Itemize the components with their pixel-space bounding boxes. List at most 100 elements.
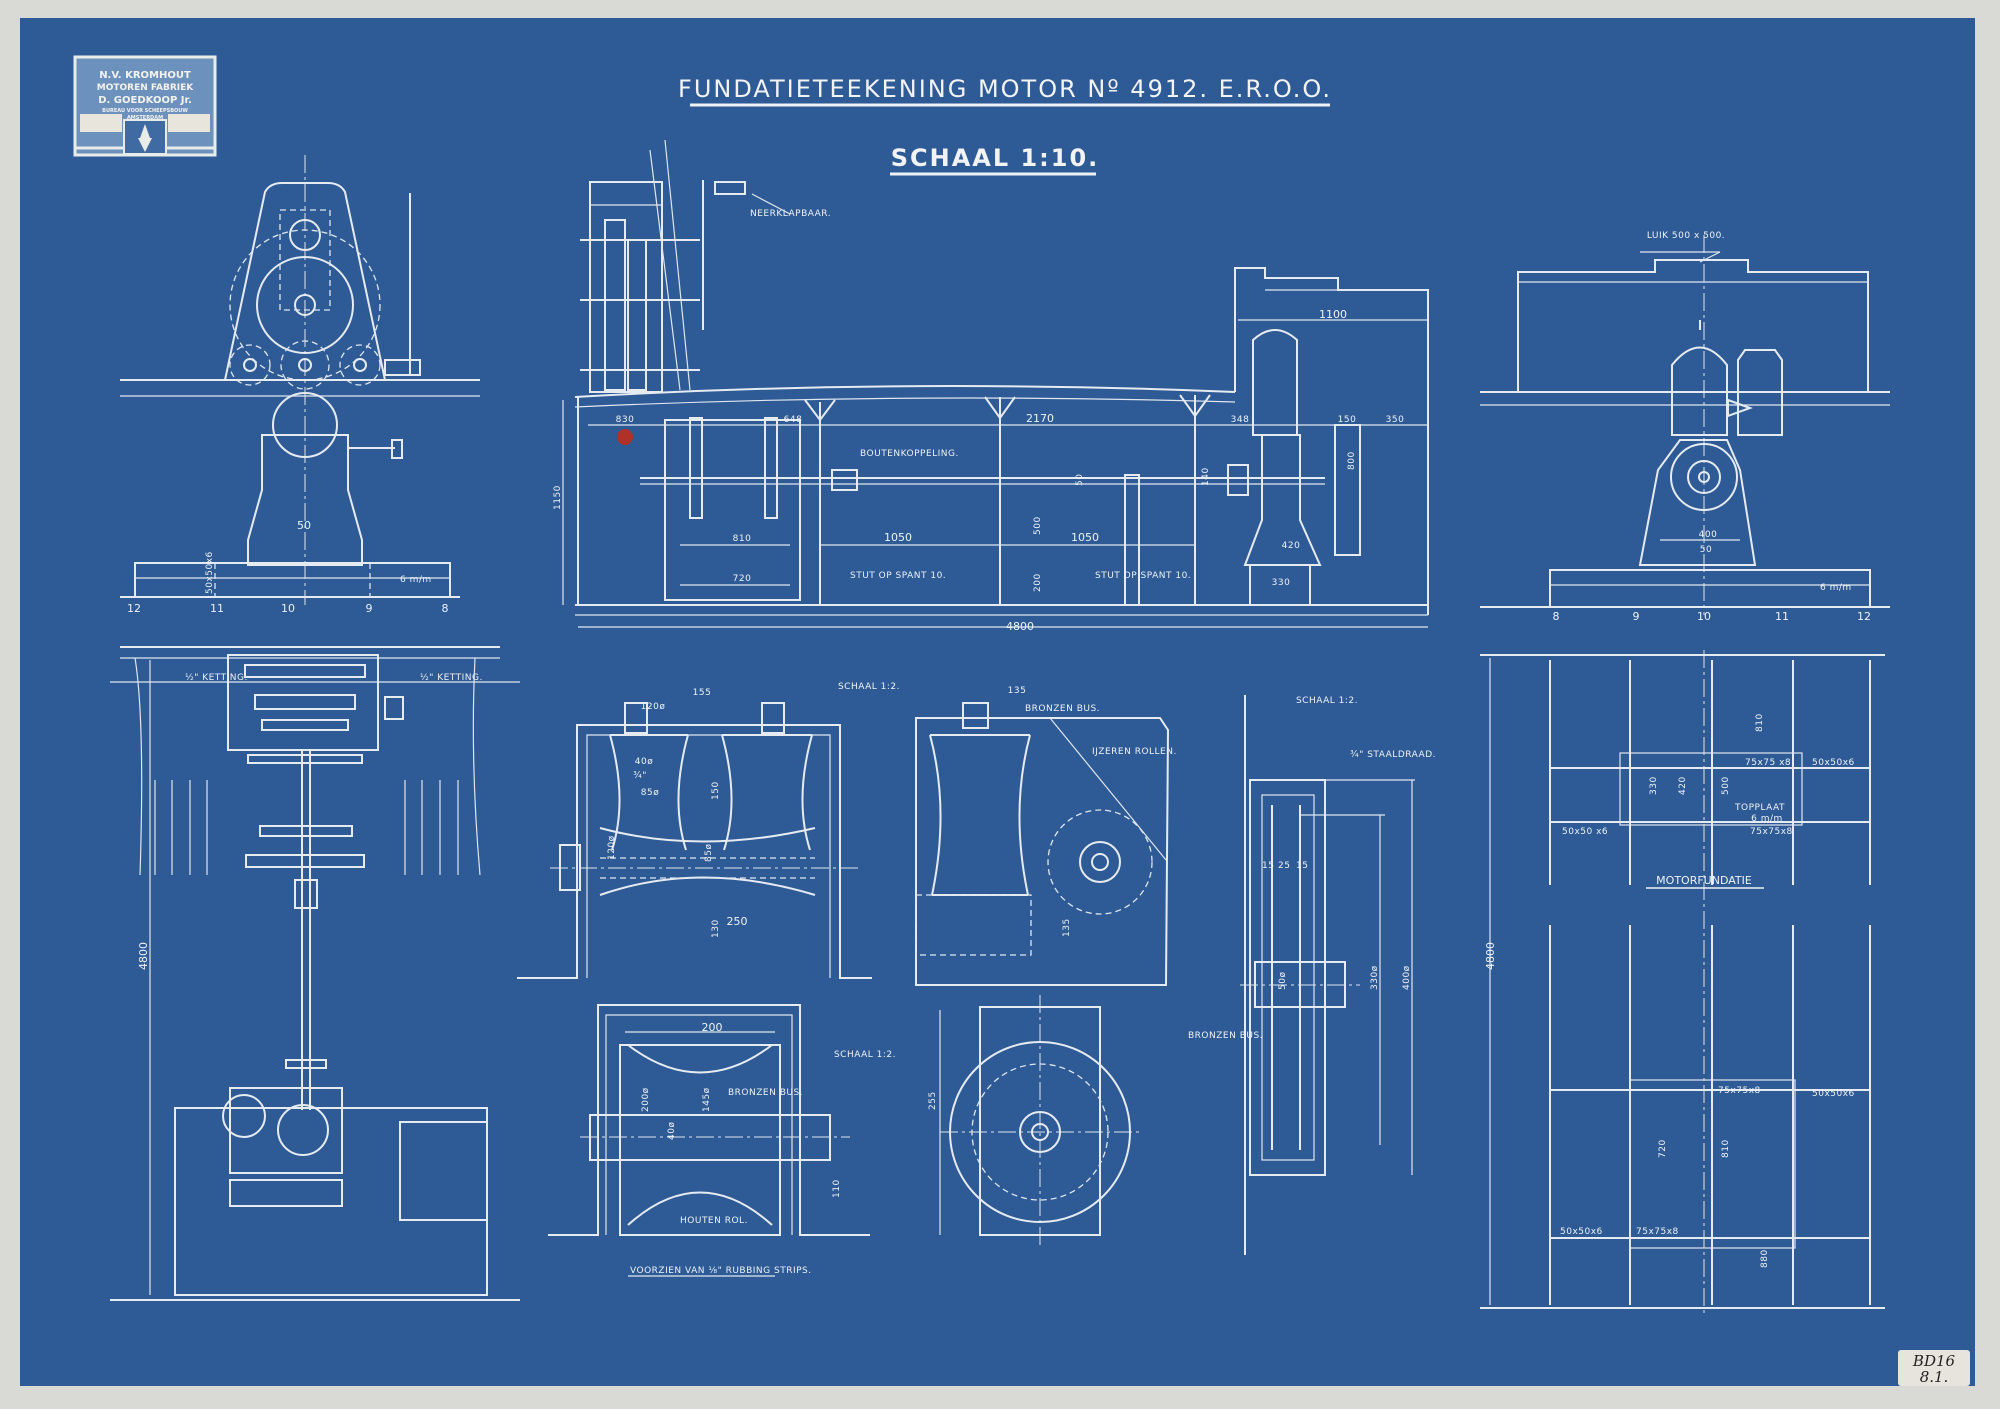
dim-135: 135 [1008, 686, 1027, 696]
dim-255: 255 [928, 1091, 938, 1110]
dim-648: 648 [784, 415, 803, 425]
dim-720: 720 [733, 574, 752, 584]
coupling-label: BOUTENKOPPELING. [860, 449, 959, 459]
iron-rollers-label: IJZEREN ROLLEN. [1092, 747, 1177, 757]
dim-420: 420 [1678, 776, 1688, 795]
dim-50: 50 [1700, 545, 1712, 555]
dim-800: 800 [1347, 451, 1357, 470]
stamp-line-1: N.V. KROMHOUT [99, 70, 191, 81]
angle-size: 50x50x6 [205, 551, 215, 594]
bronze-bush-label: BRONZEN BUS. [1025, 704, 1100, 714]
dim-40-dia: 40ø [667, 1122, 677, 1140]
dim-50-dia: 50ø [1278, 972, 1288, 990]
hatch-label: LUIK 500 x 500. [1647, 231, 1725, 241]
roller-detail-front: 155 120ø 40ø ¾" 85ø 150 120ø 85ø 250 130… [517, 682, 900, 979]
bronze-bush-label: BRONZEN BUS. [728, 1088, 803, 1098]
sheave-section-detail: SCHAAL 1:2. ¾" STAALDRAAD. 15 25 15 330ø… [1188, 695, 1436, 1255]
frame-number: 12 [1857, 610, 1871, 623]
frame-number: 11 [210, 602, 224, 615]
dim-330: 330 [1272, 578, 1291, 588]
rubbing-strips-label: VOORZIEN VAN ⅛" RUBBING STRIPS. [630, 1266, 812, 1276]
dim-25: 25 [1278, 861, 1290, 871]
frame-number: 10 [1697, 610, 1711, 623]
blueprint-background [20, 18, 1975, 1386]
crank-note: NEERKLAPBAAR. [750, 209, 831, 219]
roller-detail-side: 135 BRONZEN BUS. IJZEREN ROLLEN. 135 [915, 686, 1177, 986]
stamp-line-2: MOTOREN FABRIEK [97, 83, 195, 93]
motor-foundation-title: MOTORFUNDATIE [1656, 874, 1752, 887]
dim-880: 880 [1760, 1249, 1770, 1268]
plate-thickness: 6 m/m [1820, 583, 1852, 593]
main-scale-label: SCHAAL 1:10. [891, 144, 1100, 172]
stut-label: STUT OP SPANT 10. [850, 571, 946, 581]
top-plate-label: TOPPLAAT [1734, 803, 1785, 813]
dim-4800: 4800 [1006, 620, 1034, 633]
catalog-number: 8.1. [1920, 1368, 1949, 1386]
dim-1050: 1050 [1071, 531, 1099, 544]
wooden-roller-label: HOUTEN ROL. [680, 1216, 748, 1226]
company-stamp: N.V. KROMHOUT MOTOREN FABRIEK D. GOEDKOO… [73, 55, 217, 157]
frame-number: 12 [127, 602, 141, 615]
winch-plan-view: ½" KETTING. ½" KETTING. 4800 [110, 646, 520, 1301]
angle-size: 50x50x6 [1812, 1089, 1855, 1099]
dim-150: 150 [711, 781, 721, 800]
dim-120-dia: 120ø [607, 835, 617, 860]
dim-135: 135 [1062, 918, 1072, 937]
dim-810: 810 [1755, 713, 1765, 732]
dim-330-dia: 330ø [1370, 965, 1380, 990]
angle-size: 50x50x6 [1812, 758, 1855, 768]
dim-15: 15 [1262, 861, 1274, 871]
motor-foundation-plan: 4800 810 75x75 x8 50x50x6 330 420 500 TO… [1480, 650, 1885, 1315]
frame-number: 10 [281, 602, 295, 615]
dim-348: 348 [1231, 415, 1250, 425]
signature-box-right [168, 114, 210, 132]
dim-500: 500 [1033, 516, 1043, 535]
dim-810: 810 [1721, 1139, 1731, 1158]
dim-200: 200 [1033, 573, 1043, 592]
dim-1100: 1100 [1319, 308, 1347, 321]
dim-400-dia: 400ø [1402, 965, 1412, 990]
dim-350: 350 [1386, 415, 1405, 425]
chain-label-left: ½" KETTING. [185, 673, 248, 683]
dim-140: 140 [1201, 467, 1211, 486]
stamp-line-4: BUREAU VOOR SCHEEPSBOUW [102, 108, 188, 114]
scale-label: SCHAAL 1:2. [1296, 696, 1358, 706]
stamp-line-5: AMSTERDAM [127, 115, 163, 121]
dim-145-dia: 145ø [702, 1087, 712, 1112]
dim-200-dia: 200ø [641, 1087, 651, 1112]
red-mark [617, 429, 633, 445]
bronze-bush-label: BRONZEN BUS. [1188, 1031, 1263, 1041]
dim-85-dia: 85ø [641, 788, 659, 798]
dim-1050: 1050 [884, 531, 912, 544]
dim-4800: 4800 [1484, 942, 1497, 970]
dim-50: 50 [297, 519, 311, 532]
winch-end-view: 50 6 m/m 50x50x6 12 11 10 9 8 [120, 155, 480, 615]
dim-3-4-inch: ¾" [633, 771, 647, 781]
stamp-line-3: D. GOEDKOOP Jr. [98, 95, 192, 106]
dim-50: 50 [1075, 474, 1085, 486]
dim-155: 155 [693, 688, 712, 698]
frame-number: 8 [442, 602, 449, 615]
dim-720: 720 [1658, 1139, 1668, 1158]
frame-number: 11 [1775, 610, 1789, 623]
angle-size: 75x75x8 [1718, 1086, 1761, 1096]
crank-handle-icon [714, 181, 746, 195]
dim-150: 150 [1338, 415, 1357, 425]
dim-810: 810 [733, 534, 752, 544]
dim-40-dia: 40ø [635, 757, 653, 767]
plate-thickness: 6 m/m [400, 575, 432, 585]
roller-face-detail: 255 [928, 995, 1140, 1245]
catalog-label: BD16 8.1. [1898, 1350, 1970, 1386]
dim-85-dia: 85ø [704, 844, 714, 862]
angle-size: 75x75 x8 [1745, 758, 1791, 768]
chain-label-right: ½" KETTING. [420, 673, 483, 683]
drawing-title: FUNDATIETEEKENING MOTOR Nº 4912. E.R.O.O… [678, 75, 1332, 103]
dim-15: 15 [1296, 861, 1308, 871]
frame-number: 9 [366, 602, 373, 615]
dim-130: 130 [711, 919, 721, 938]
angle-size: 50x50 x6 [1562, 827, 1608, 837]
dim-110: 110 [832, 1179, 842, 1198]
dim-4800: 4800 [137, 942, 150, 970]
dim-250: 250 [727, 915, 748, 928]
frame-number: 8 [1553, 610, 1560, 623]
